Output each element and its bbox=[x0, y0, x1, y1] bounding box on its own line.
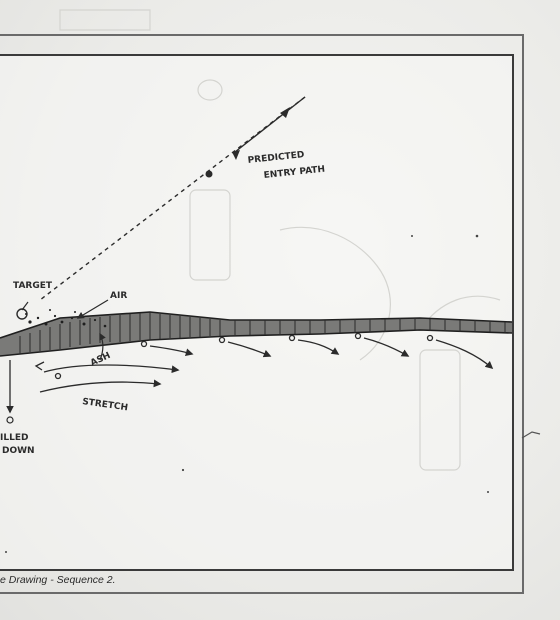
pulled-down-label-line2: DOWN bbox=[2, 446, 35, 456]
outer-frame bbox=[0, 34, 524, 594]
air-label: AIR bbox=[110, 291, 127, 301]
entry-arrow-icon bbox=[232, 150, 240, 160]
entry-path-label: PREDICTED ENTRY PATH bbox=[247, 150, 325, 181]
target-label: TARGET bbox=[13, 281, 53, 291]
stretch-arrows: STRETCH bbox=[34, 361, 180, 413]
predicted-entry-path bbox=[39, 96, 306, 301]
drawing-frame bbox=[0, 54, 514, 571]
entry-arrow-icon bbox=[280, 107, 290, 118]
figure-caption: e Drawing - Sequence 2. bbox=[0, 574, 116, 586]
target-marker: TARGET bbox=[13, 281, 53, 320]
pulled-down-label-line1: ILLED bbox=[0, 433, 28, 443]
subsurface-flow-arrows bbox=[140, 332, 494, 370]
pulled-down-annotation: ILLED DOWN bbox=[0, 360, 35, 456]
entry-point-dot bbox=[205, 170, 213, 178]
stray-pencil-marks bbox=[5, 234, 541, 553]
entry-path-label-line1: PREDICTED bbox=[247, 150, 305, 166]
air-annotation: AIR bbox=[76, 291, 127, 319]
ground-surface bbox=[0, 309, 513, 357]
entry-path-label-line2: ENTRY PATH bbox=[263, 165, 325, 181]
ash-label: ASH bbox=[89, 351, 112, 369]
stretch-label: STRETCH bbox=[82, 397, 129, 413]
ghost-background-sketch bbox=[59, 9, 501, 471]
